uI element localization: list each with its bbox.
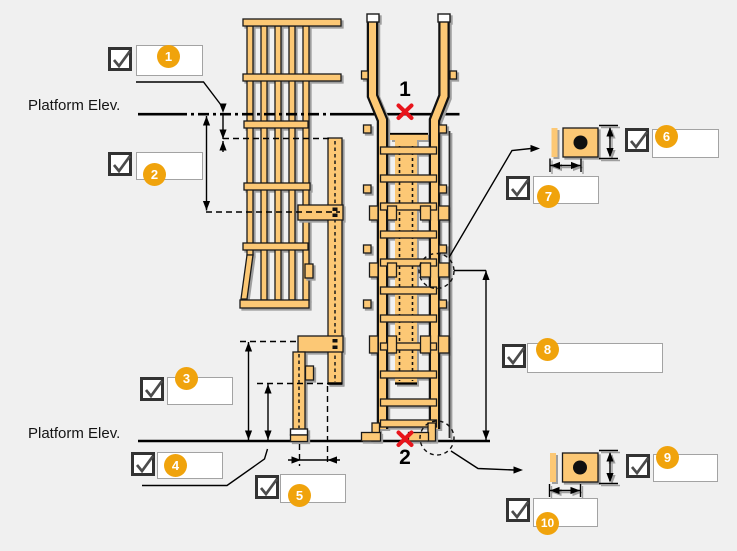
checkmark-icon — [510, 501, 530, 520]
badge-1: 1 — [157, 45, 180, 68]
checkbox-3[interactable] — [140, 377, 164, 401]
badge-10: 10 — [536, 512, 559, 535]
checkmark-icon — [510, 179, 530, 198]
badge-6: 6 — [655, 125, 678, 148]
badge-4: 4 — [164, 454, 187, 477]
checkmark-icon — [144, 380, 164, 399]
rung-section-detail-bottom — [548, 449, 618, 497]
checkbox-4[interactable] — [131, 452, 155, 476]
leader-lines — [136, 81, 540, 487]
checkbox-7[interactable] — [506, 176, 530, 200]
badge-8: 8 — [536, 338, 559, 361]
checkmark-icon — [259, 478, 279, 497]
badge-9: 9 — [656, 446, 679, 469]
ladder-side-view — [289, 137, 344, 443]
checkbox-8[interactable] — [502, 344, 526, 368]
checkmark-icon — [112, 155, 132, 174]
value-field-6[interactable] — [652, 129, 719, 158]
bracket-rows — [368, 205, 450, 354]
platform-elev-label-top: Platform Elev. — [28, 97, 121, 114]
badge-3: 3 — [175, 367, 198, 390]
dimension-lines — [202, 103, 490, 466]
checkbox-2[interactable] — [108, 152, 132, 176]
dim-8 — [454, 269, 490, 440]
detail-circle-top — [418, 252, 455, 290]
checkbox-1[interactable] — [108, 47, 132, 71]
dim-1 — [219, 103, 227, 152]
dim-2 — [202, 116, 211, 211]
dim-4 — [264, 384, 272, 440]
checkbox-6[interactable] — [625, 128, 649, 152]
checkmark-icon — [112, 50, 132, 69]
x-marker-icon — [396, 103, 414, 120]
wall-tabs — [360, 70, 458, 309]
checkmark-icon — [135, 455, 155, 474]
checkbox-10[interactable] — [506, 498, 530, 522]
badge-7: 7 — [537, 185, 560, 208]
badge-2: 2 — [143, 163, 166, 186]
rungs — [379, 146, 438, 428]
checkmark-icon — [629, 131, 649, 150]
point-label-2: 2 — [399, 446, 411, 469]
badge-5: 5 — [288, 484, 311, 507]
checkmark-icon — [506, 347, 526, 366]
rung-section-detail-top — [549, 124, 618, 172]
dim-3 — [244, 342, 253, 440]
detail-circle-bottom — [419, 420, 455, 456]
checkbox-5[interactable] — [255, 475, 279, 499]
platform-elev-label-bottom: Platform Elev. — [28, 425, 121, 442]
x-marker-icon — [396, 430, 414, 447]
point-label-1: 1 — [399, 78, 411, 101]
cage-side-view — [239, 18, 342, 309]
dim-5 — [288, 456, 340, 464]
checkmark-icon — [630, 457, 650, 476]
checkbox-9[interactable] — [626, 454, 650, 478]
